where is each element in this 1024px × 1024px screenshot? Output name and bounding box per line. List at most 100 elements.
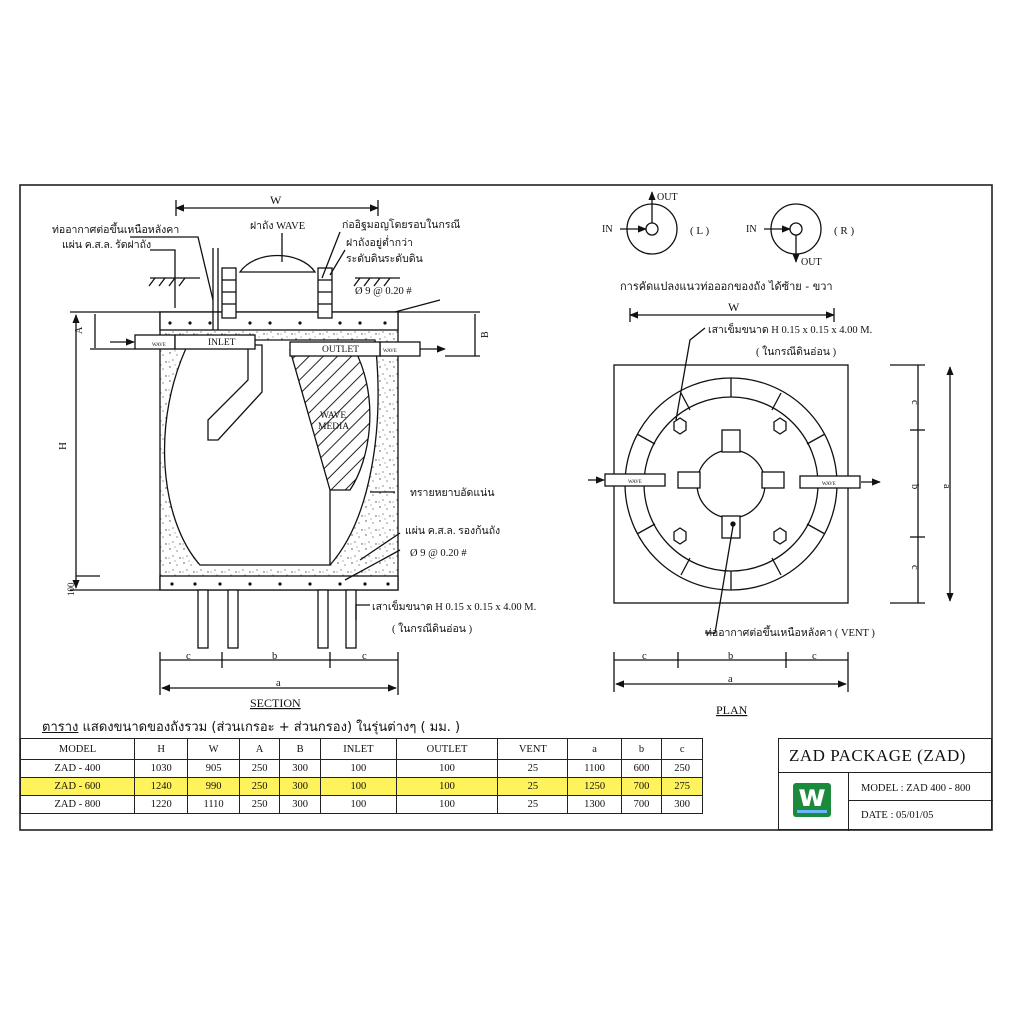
table-cell: 1100	[567, 759, 622, 778]
table-cell: 1220	[134, 795, 189, 814]
label-rebar-bottom: Ø 9 @ 0.20 #	[410, 548, 467, 559]
orient-out-l: OUT	[657, 192, 678, 203]
section-top-slab	[159, 311, 399, 331]
plan-view	[588, 308, 954, 692]
section-dim-w: W	[270, 193, 282, 207]
table-header-cell: H	[134, 738, 189, 760]
plan-dim-c-top: c	[909, 400, 920, 405]
table-header-cell: a	[567, 738, 622, 760]
table-cell: 700	[620, 777, 663, 796]
title-block-model: MODEL : ZAD 400 - 800	[861, 783, 971, 794]
plan-manhole	[696, 449, 766, 519]
label-sand: ทรายหยาบอัดแน่น	[410, 487, 495, 499]
orient-out-r: OUT	[801, 257, 822, 268]
plan-caption: PLAN	[716, 703, 748, 717]
section-dim-b-bottom: b	[272, 651, 277, 662]
section-dim-h: H	[57, 442, 69, 450]
section-pipe-tag-in: WAVE	[152, 343, 166, 348]
label-media-1: WAVE	[320, 411, 346, 421]
title-block-name: ZAD PACKAGE (ZAD)	[779, 739, 991, 773]
plan-dim-c-right: c	[812, 651, 817, 662]
plan-dim-a-bottom: a	[728, 674, 733, 685]
orientation-diagram	[620, 191, 822, 263]
section-inlet-baffle	[207, 344, 263, 441]
label-vent-pipe: ท่ออากาศต่อขึ้นเหนือหลังคา	[52, 222, 179, 236]
label-rebar-top: Ø 9 @ 0.20 #	[355, 286, 412, 297]
label-brick-1: ก่ออิฐมอญโดยรอบในกรณี	[342, 218, 460, 231]
table-cell: 250	[238, 795, 281, 814]
table-cell: 1030	[134, 759, 189, 778]
table-cell: 25	[497, 795, 569, 814]
table-cell: 1110	[187, 795, 240, 814]
table-cell: 100	[319, 777, 397, 796]
title-block: ZAD PACKAGE (ZAD) MODEL : ZAD 400 - 800 …	[778, 738, 993, 831]
label-brick-3: ระดับดิน	[346, 253, 385, 265]
plan-labels: W เสาเข็มขนาด H 0.15 x 0.15 x 4.00 M. ( …	[628, 300, 952, 717]
orient-in-l: IN	[602, 224, 613, 235]
label-inlet: INLET	[208, 338, 236, 348]
table-cell: 1250	[567, 777, 622, 796]
section-pipe-tag-out: WAVE	[383, 349, 397, 354]
table-header-cell: c	[661, 738, 703, 760]
sheet-frame	[19, 184, 993, 831]
table-cell: 25	[497, 759, 569, 778]
plan-pipe-tag-out: WAVE	[822, 482, 836, 487]
wave-logo-icon	[793, 779, 831, 817]
table-header-cell: INLET	[319, 738, 397, 760]
table-cell: 100	[395, 777, 499, 796]
label-lid: ฝาถัง WAVE	[250, 220, 305, 232]
table-cell: 250	[238, 777, 281, 796]
table-cell: 700	[620, 795, 663, 814]
table-header-cell: W	[187, 738, 240, 760]
section-dim-b: B	[480, 331, 491, 338]
table-cell: 100	[395, 795, 499, 814]
table-cell: 250	[238, 759, 281, 778]
plan-label-pile-note: ( ในกรณีดินอ่อน )	[756, 345, 837, 358]
table-cell: 300	[279, 759, 321, 778]
label-outlet: OUTLET	[322, 345, 359, 355]
label-pile-note: ( ในกรณีดินอ่อน )	[392, 622, 473, 635]
table-cell: 600	[620, 759, 663, 778]
label-brick-2: ฝาถังอยู่ต่ำกว่า	[346, 235, 413, 249]
table-header-cell: OUTLET	[395, 738, 499, 760]
label-media-2: MEDIA	[318, 422, 349, 432]
label-concrete-cover: แผ่น ค.ส.ล. รัดฝาถัง	[62, 239, 151, 251]
table-cell: 25	[497, 777, 569, 796]
section-view	[70, 200, 480, 695]
table-header-cell: A	[238, 738, 281, 760]
section-dim-a-bottom: a	[276, 678, 281, 689]
plan-dim-c-bot: c	[909, 565, 920, 570]
table-cell: 250	[661, 759, 703, 778]
orient-tag-l: ( L )	[690, 225, 709, 237]
section-lid	[238, 254, 317, 273]
plan-pipe-tag-in: WAVE	[628, 480, 642, 485]
orientation-labels: OUT IN ( L ) IN OUT ( R ) การคัดแปลงแนวท…	[602, 192, 855, 293]
table-cell: ZAD - 400	[19, 759, 136, 778]
table-header-cell: B	[279, 738, 321, 760]
plan-label-pile: เสาเข็มขนาด H 0.15 x 0.15 x 4.00 M.	[708, 322, 872, 336]
title-block-date: DATE : 05/01/05	[861, 810, 934, 821]
table-title-rest: แสดงขนาดของถังรวม (ส่วนเกรอะ + ส่วนกรอง)…	[78, 720, 461, 735]
table-cell: 300	[279, 777, 321, 796]
label-pile: เสาเข็มขนาด H 0.15 x 0.15 x 4.00 M.	[372, 599, 536, 613]
plan-dim-a-side: a	[941, 484, 952, 489]
table-cell: 300	[279, 795, 321, 814]
table-cell: 100	[319, 795, 397, 814]
table-cell: 300	[661, 795, 703, 814]
label-ground: ระดับดิน	[384, 253, 423, 265]
table-header-cell: b	[620, 738, 663, 760]
plan-dim-b-bottom: b	[728, 651, 733, 662]
table-title: ตาราง แสดงขนาดของถังรวม (ส่วนเกรอะ + ส่ว…	[42, 716, 460, 737]
table-cell: 100	[395, 759, 499, 778]
section-dim-c-right: c	[362, 651, 367, 662]
table-header-cell: MODEL	[19, 738, 136, 760]
table-cell: ZAD - 800	[19, 795, 136, 814]
section-dim-a: A	[74, 326, 85, 334]
orient-tag-r: ( R )	[834, 225, 855, 237]
wave-logo	[779, 773, 849, 831]
table-header-cell: VENT	[497, 738, 569, 760]
table-cell: 100	[319, 759, 397, 778]
